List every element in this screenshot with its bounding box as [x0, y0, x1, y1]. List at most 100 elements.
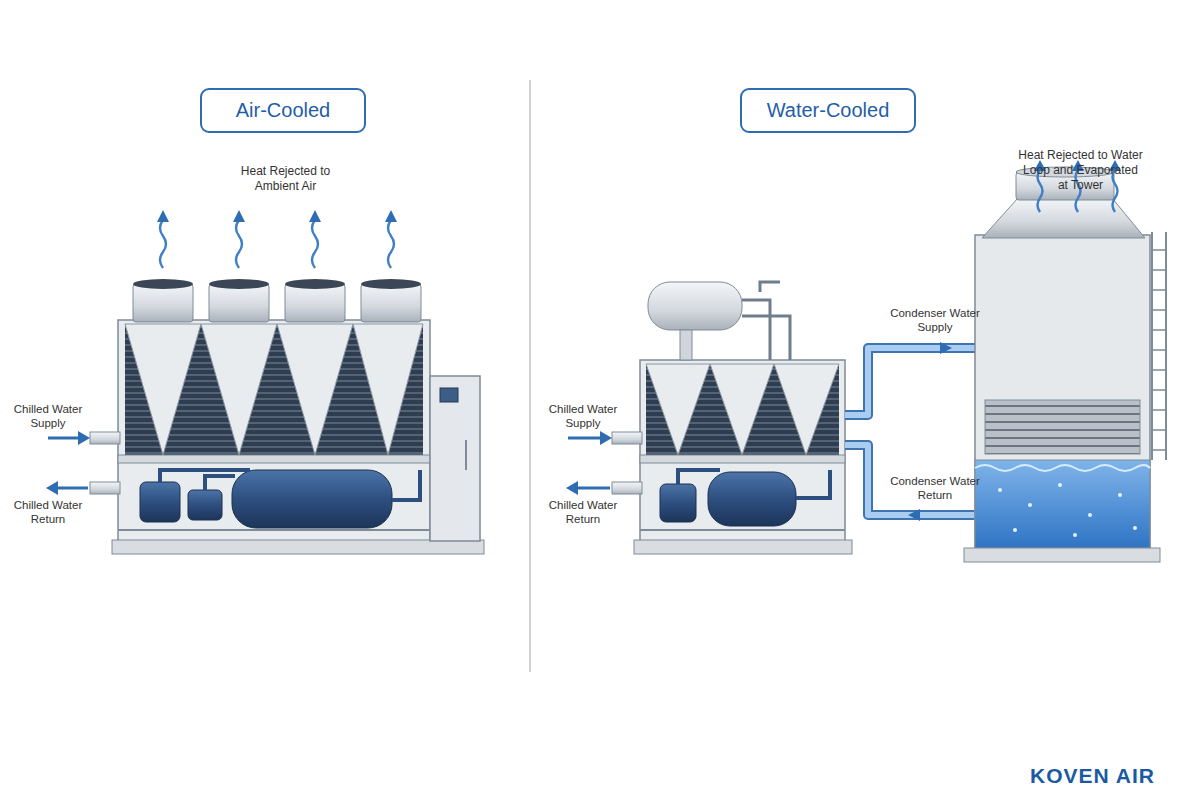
pipe-label: Chilled Water Return — [543, 498, 623, 526]
cooling-tower — [964, 167, 1166, 562]
section-title: Air-Cooled — [236, 99, 330, 122]
air-cooled-chiller — [118, 455, 430, 463]
air-cooled-chiller — [118, 320, 430, 542]
air-cooled-chiller — [209, 284, 269, 322]
water-cooled-chiller — [646, 364, 839, 455]
air-cooled-chiller — [125, 324, 201, 455]
divider-line — [530, 80, 531, 672]
heat-arrows — [160, 220, 166, 268]
cooling-tower — [998, 488, 1002, 492]
water-cooled-chiller — [774, 364, 839, 455]
flow-arrows — [46, 431, 90, 495]
heat-arrows — [236, 220, 242, 268]
condenser-pipes — [845, 445, 990, 515]
flow-arrows — [58, 487, 88, 490]
cooling-tower — [1152, 232, 1166, 460]
section-heading-box: Water-Cooled — [740, 88, 916, 133]
air-cooled-chiller — [125, 324, 423, 455]
arrowheads — [309, 210, 321, 222]
air-cooled-chiller — [140, 482, 180, 522]
divider-line — [529, 80, 530, 672]
air-cooled-chiller — [90, 482, 120, 494]
cooling-tower — [1013, 528, 1017, 532]
water-cooled-chiller — [710, 364, 774, 455]
cooling-tower — [1118, 493, 1122, 497]
water-cooled-chiller — [640, 455, 845, 463]
air-cooled-chiller — [201, 324, 277, 455]
air-cooled-chiller — [465, 440, 467, 470]
water-cooled-chiller — [680, 330, 692, 360]
water-cooled-chiller — [640, 529, 845, 531]
cooling-tower — [1028, 503, 1032, 507]
cooling-tower — [975, 465, 1150, 471]
air-cooled-chiller — [353, 324, 423, 455]
flow-arrows — [46, 481, 58, 495]
pipe-label: Chilled Water Supply — [543, 402, 623, 430]
pipe-arrows — [908, 509, 920, 521]
cooling-tower — [1088, 513, 1092, 517]
water-cooled-chiller — [678, 470, 830, 498]
condenser-pipes — [845, 348, 990, 415]
heat-arrows — [312, 220, 318, 268]
flow-arrows — [566, 481, 578, 495]
water-cooled-chiller — [646, 364, 710, 455]
water-cooled-chiller — [660, 484, 696, 522]
water-cooled-chiller — [742, 282, 790, 360]
condenser-pipes — [845, 348, 990, 515]
air-cooled-chiller — [118, 529, 430, 531]
brand-logo: KOVEN AIR — [1030, 764, 1155, 788]
flow-arrows — [600, 431, 612, 445]
pipe-arrows — [940, 342, 952, 354]
air-cooled-chiller — [112, 540, 484, 554]
air-cooled-chiller — [90, 432, 120, 444]
heat-note: Heat Rejected to Ambient Air — [238, 164, 333, 194]
air-cooled-chiller — [133, 284, 193, 322]
cooling-tower — [1073, 533, 1077, 537]
air-cooled-chiller — [232, 470, 392, 528]
heat-arrows — [160, 220, 394, 268]
cooling-tower — [964, 548, 1160, 562]
pipe-label: Condenser Water Return — [890, 474, 980, 502]
flow-arrows — [78, 431, 90, 445]
section-heading-box: Air-Cooled — [200, 88, 366, 133]
flow-arrows — [578, 487, 610, 490]
air-cooled-chiller — [133, 279, 193, 289]
condenser-pipes — [845, 348, 990, 415]
air-cooled-chiller — [209, 279, 269, 289]
heat-note: Heat Rejected to Water Loop and Evaporat… — [1018, 148, 1143, 193]
arrowheads — [157, 210, 397, 222]
air-cooled-chiller — [430, 376, 480, 541]
air-cooled-chiller — [90, 279, 484, 554]
section-title: Water-Cooled — [767, 99, 890, 122]
water-cooled-chiller — [612, 432, 642, 444]
water-cooled-chiller — [634, 540, 852, 554]
pipe-label: Condenser Water Supply — [890, 306, 980, 334]
air-cooled-chiller — [277, 324, 353, 455]
water-cooled-chiller — [612, 282, 852, 554]
flow-arrows — [566, 431, 612, 495]
water-cooled-chiller — [640, 360, 845, 542]
condenser-pipes — [845, 445, 990, 515]
water-cooled-chiller — [708, 472, 796, 526]
air-cooled-chiller — [285, 279, 345, 289]
pipe-label: Chilled Water Return — [8, 498, 88, 526]
cooling-tower — [982, 198, 1145, 238]
cooling-tower — [975, 235, 1150, 550]
air-cooled-chiller — [188, 490, 222, 520]
heat-arrows — [388, 220, 394, 268]
arrowheads — [233, 210, 245, 222]
cooling-tower — [1133, 526, 1137, 530]
pipe-label: Chilled Water Supply — [8, 402, 88, 430]
air-cooled-chiller — [160, 470, 420, 500]
flow-arrows — [48, 437, 80, 440]
cooling-tower — [1058, 483, 1062, 487]
air-cooled-chiller — [361, 284, 421, 322]
cooling-tower — [975, 460, 1150, 548]
water-cooled-chiller — [648, 282, 742, 330]
cooling-tower — [985, 400, 1140, 454]
water-cooled-chiller — [612, 482, 642, 494]
arrowheads — [157, 210, 169, 222]
air-cooled-chiller — [361, 279, 421, 289]
